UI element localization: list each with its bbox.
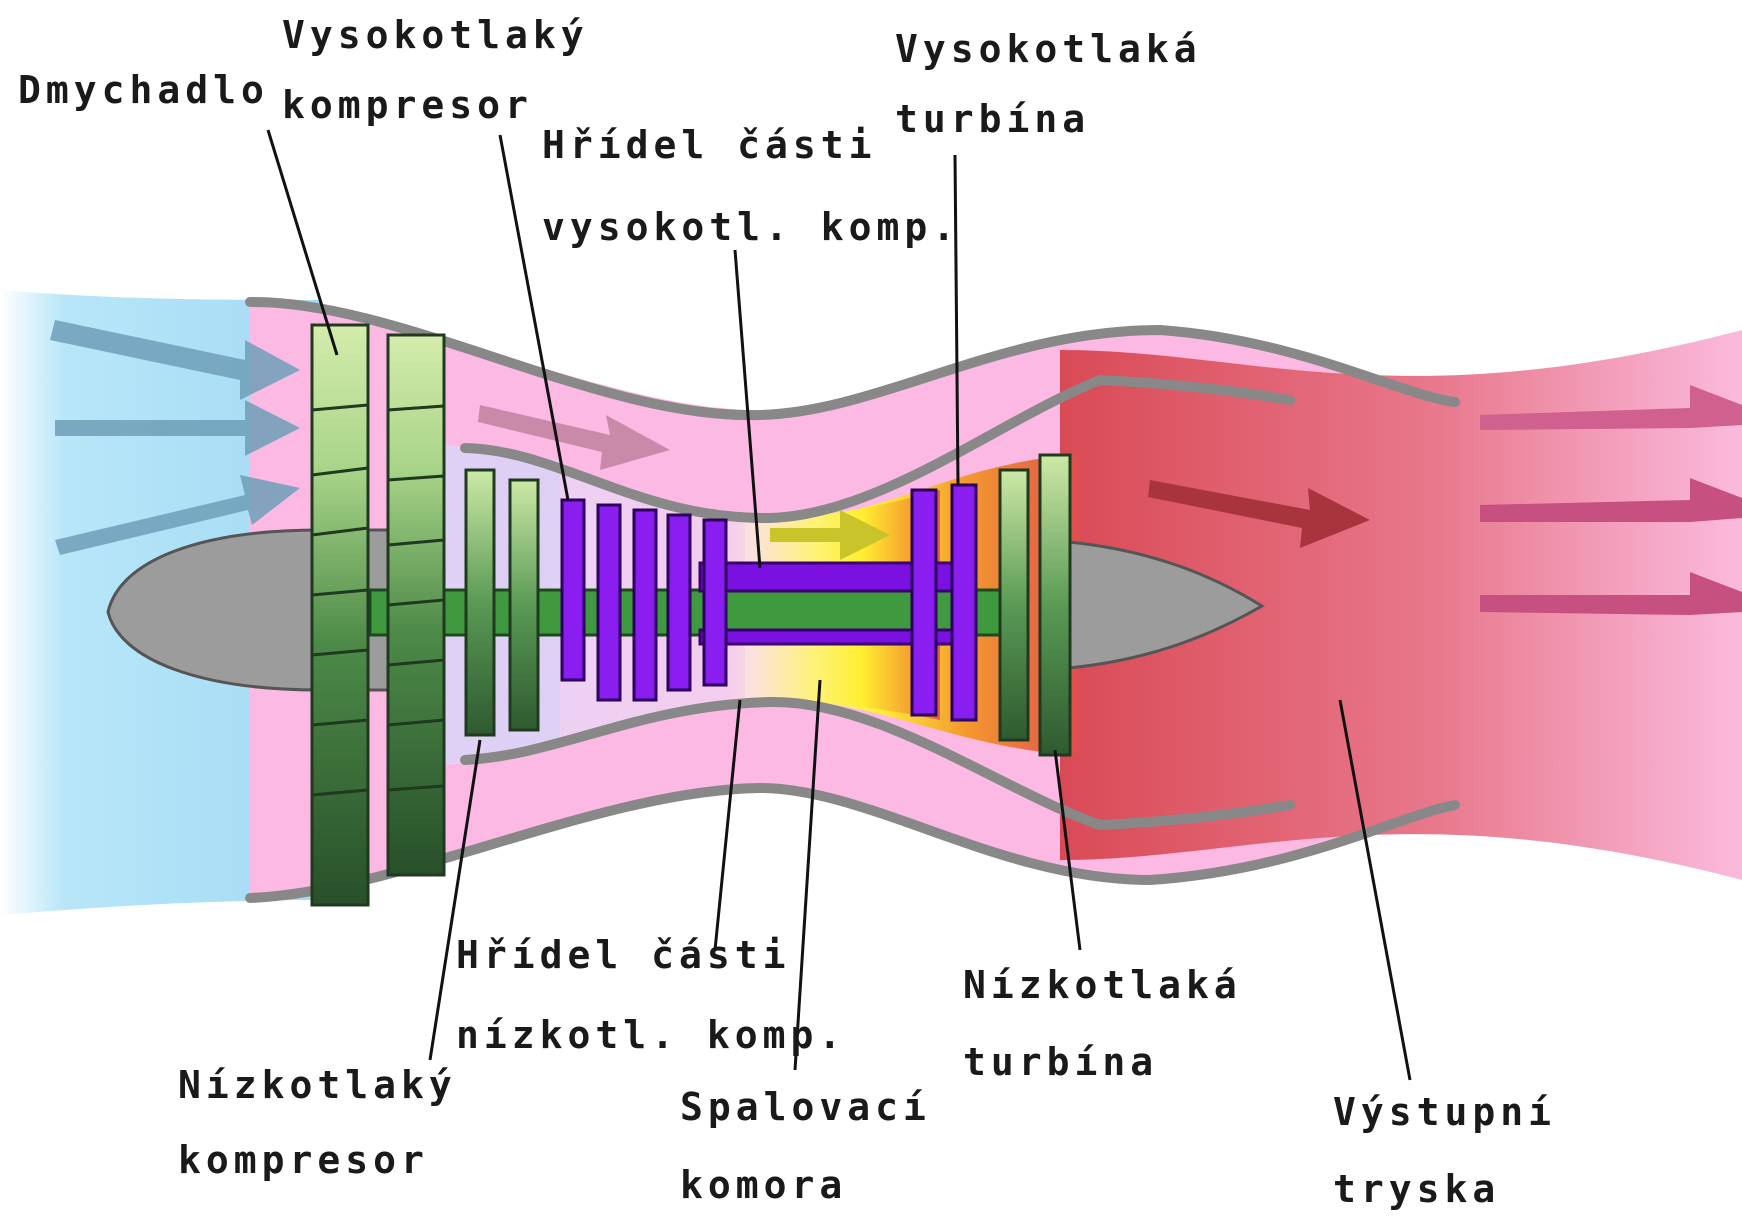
label-lp-shaft-line1: Hřídel části xyxy=(456,933,791,977)
label-nozzle-line2: tryska xyxy=(1333,1167,1500,1211)
label-nozzle-line1: Výstupní xyxy=(1333,1090,1556,1134)
label-lp-compressor-line2: kompresor xyxy=(178,1138,429,1182)
label-hp-shaft-line1: Hřídel části xyxy=(542,123,877,167)
label-hp-turbine-line2: turbína xyxy=(895,97,1090,141)
label-lp-compressor-line1: Nízkotlaký xyxy=(178,1063,457,1107)
label-hp-turbine-line1: Vysokotlaká xyxy=(895,27,1202,71)
label-lp-turbine-line2: turbína xyxy=(963,1040,1158,1084)
label-lp-turbine-line1: Nízkotlaká xyxy=(963,963,1242,1007)
label-lp-shaft-line2: nízkotl. komp. xyxy=(456,1013,846,1057)
label-hp-shaft-line2: vysokotl. komp. xyxy=(542,205,960,249)
label-combustor-line1: Spalovací xyxy=(680,1085,931,1129)
fan-stage-2 xyxy=(388,335,444,875)
label-fan: Dmychadlo xyxy=(18,68,269,112)
fan-stage-1 xyxy=(312,325,368,905)
label-hp-compressor-line2: kompresor xyxy=(282,83,533,127)
label-hp-compressor-line1: Vysokotlaký xyxy=(282,13,589,57)
label-combustor-line2: komora xyxy=(680,1163,847,1207)
